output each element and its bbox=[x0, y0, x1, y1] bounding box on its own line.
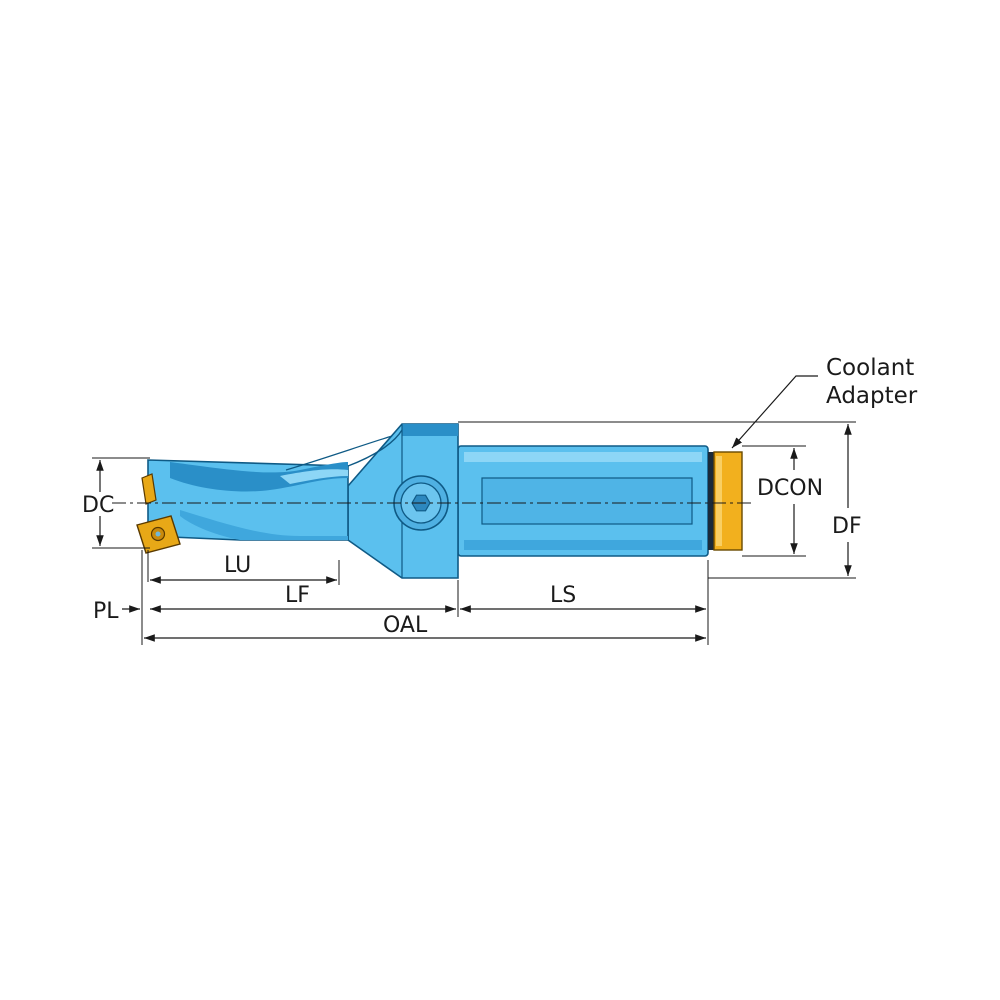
ls-label: LS bbox=[550, 583, 576, 608]
dcon-label: DCON bbox=[757, 476, 823, 501]
dc-label: DC bbox=[82, 493, 114, 518]
pl-label: PL bbox=[93, 599, 119, 624]
lf-label: LF bbox=[285, 583, 310, 608]
dimension-lines bbox=[96, 375, 852, 642]
shank-flat bbox=[481, 477, 693, 525]
labels: DC LU LF PL LS OAL DCON DF Coolant Adapt… bbox=[82, 355, 918, 638]
lu-label: LU bbox=[224, 553, 251, 578]
df-label: DF bbox=[832, 514, 862, 539]
coolant-callout-leader bbox=[731, 375, 818, 449]
shank bbox=[457, 445, 709, 557]
inner-insert bbox=[136, 515, 181, 554]
oal-label: OAL bbox=[383, 613, 428, 638]
outer-insert bbox=[141, 473, 157, 505]
coolant-adapter-label-line1: Coolant bbox=[826, 355, 914, 381]
extension-lines bbox=[92, 421, 856, 645]
coolant-adapter bbox=[708, 451, 743, 551]
coolant-adapter-label-line2: Adapter bbox=[826, 383, 918, 409]
